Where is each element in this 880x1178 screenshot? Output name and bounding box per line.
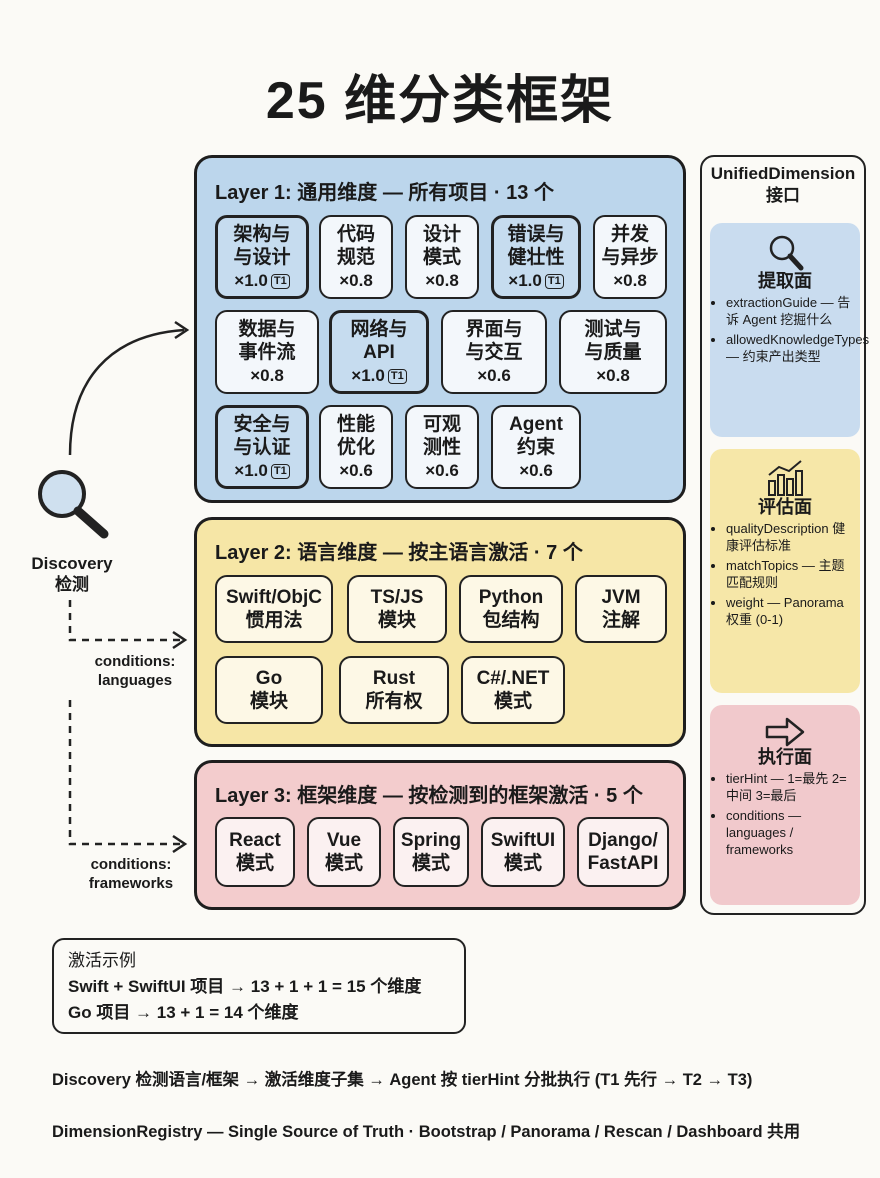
conditions-frameworks-label: conditions:frameworks bbox=[88, 856, 174, 892]
dimension-card: 测试与与质量×0.8 bbox=[559, 310, 667, 394]
evaluate-heading: 评估面 bbox=[758, 497, 812, 517]
dimension-card: 可观测性×0.6 bbox=[405, 405, 479, 489]
dimension-card: 设计模式×0.8 bbox=[405, 215, 479, 299]
page-title: 25 维分类框架 bbox=[265, 72, 615, 130]
dimension-card: 性能优化×0.6 bbox=[319, 405, 393, 489]
extract-heading: 提取面 bbox=[758, 271, 812, 291]
flow-summary: Discovery 检测语言/框架 → 激活维度子集 → Agent 按 tie… bbox=[52, 1071, 753, 1089]
tier-badge: T1 bbox=[544, 273, 564, 289]
tier-badge: T1 bbox=[387, 368, 407, 384]
magnifier-icon bbox=[769, 235, 804, 271]
dimension-card: 数据与事件流×0.8 bbox=[215, 310, 319, 394]
dimension-card: 代码规范×0.8 bbox=[319, 215, 393, 299]
activation-example-box: 激活示例 Swift + SwiftUI 项目 → 13 + 1 + 1 = 1… bbox=[52, 938, 466, 1034]
extract-panel: 提取面 extractionGuide — 告诉 Agent 挖掘什么 allo… bbox=[710, 223, 869, 437]
evaluate-panel: 评估面 qualityDescription 健康评估标准 matchTopic… bbox=[710, 449, 860, 693]
bar-chart-icon bbox=[768, 460, 803, 496]
arrow-to-layer3 bbox=[68, 700, 182, 846]
registry-note: DimensionRegistry — Single Source of Tru… bbox=[52, 1123, 801, 1141]
dimension-card: 并发与异步×0.8 bbox=[593, 215, 667, 299]
layer-3-header: Layer 3: 框架维度 — 按检测到的框架激活 · 5 个 bbox=[215, 785, 643, 807]
arrow-right-icon bbox=[765, 717, 805, 747]
dimension-card: 界面与与交互×0.6 bbox=[441, 310, 547, 394]
example-heading: 激活示例 bbox=[68, 951, 136, 970]
arrow-to-layer2 bbox=[68, 600, 182, 642]
example-line: Swift + SwiftUI 项目 → 13 + 1 + 1 = 15 个维度 bbox=[68, 977, 422, 996]
arrow-to-layer1 bbox=[68, 328, 185, 456]
tier-badge: T1 bbox=[270, 463, 290, 479]
execute-panel: 执行面 tierHint — 1=最先 2=中间 3=最后 conditions… bbox=[710, 705, 860, 905]
magnifier-icon bbox=[38, 470, 109, 539]
layer-1-header: Layer 1: 通用维度 — 所有项目 · 13 个 bbox=[215, 182, 554, 204]
conditions-languages-label: conditions:languages bbox=[94, 653, 176, 689]
dimension-card: Django/FastAPI bbox=[577, 817, 669, 887]
layer-2-header: Layer 2: 语言维度 — 按主语言激活 · 7 个 bbox=[215, 542, 583, 564]
execute-heading: 执行面 bbox=[758, 747, 812, 767]
tier-badge: T1 bbox=[270, 273, 290, 289]
example-line: Go 项目 → 13 + 1 = 14 个维度 bbox=[68, 1003, 299, 1022]
